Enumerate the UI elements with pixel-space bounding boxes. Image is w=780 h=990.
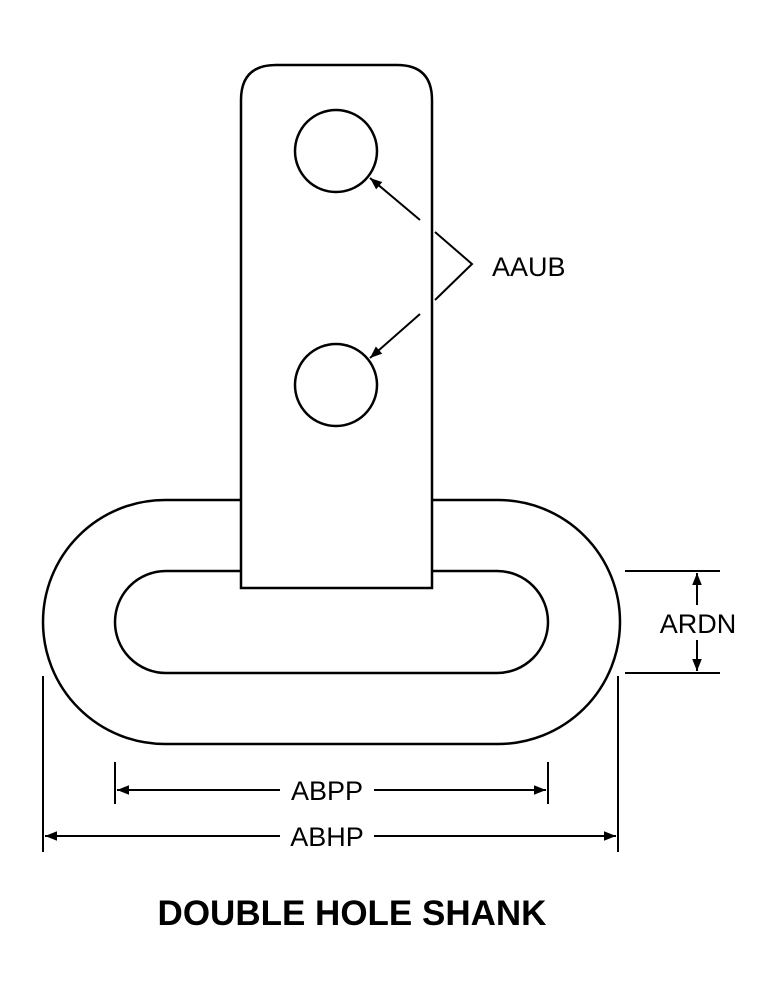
abhp-dimension bbox=[42, 676, 619, 852]
label-aaub: AAUB bbox=[492, 252, 566, 282]
shank bbox=[239, 63, 434, 590]
ardn-dimension bbox=[625, 570, 720, 674]
abpp-dimension bbox=[114, 762, 549, 804]
hole-lower bbox=[293, 342, 379, 428]
diagram-title: DOUBLE HOLE SHANK bbox=[158, 894, 547, 933]
hole-upper bbox=[293, 108, 379, 194]
label-abpp: ABPP bbox=[291, 776, 363, 806]
label-ardn: ARDN bbox=[660, 609, 737, 639]
label-abhp: ABHP bbox=[290, 822, 364, 852]
aaub-leader bbox=[369, 177, 474, 359]
